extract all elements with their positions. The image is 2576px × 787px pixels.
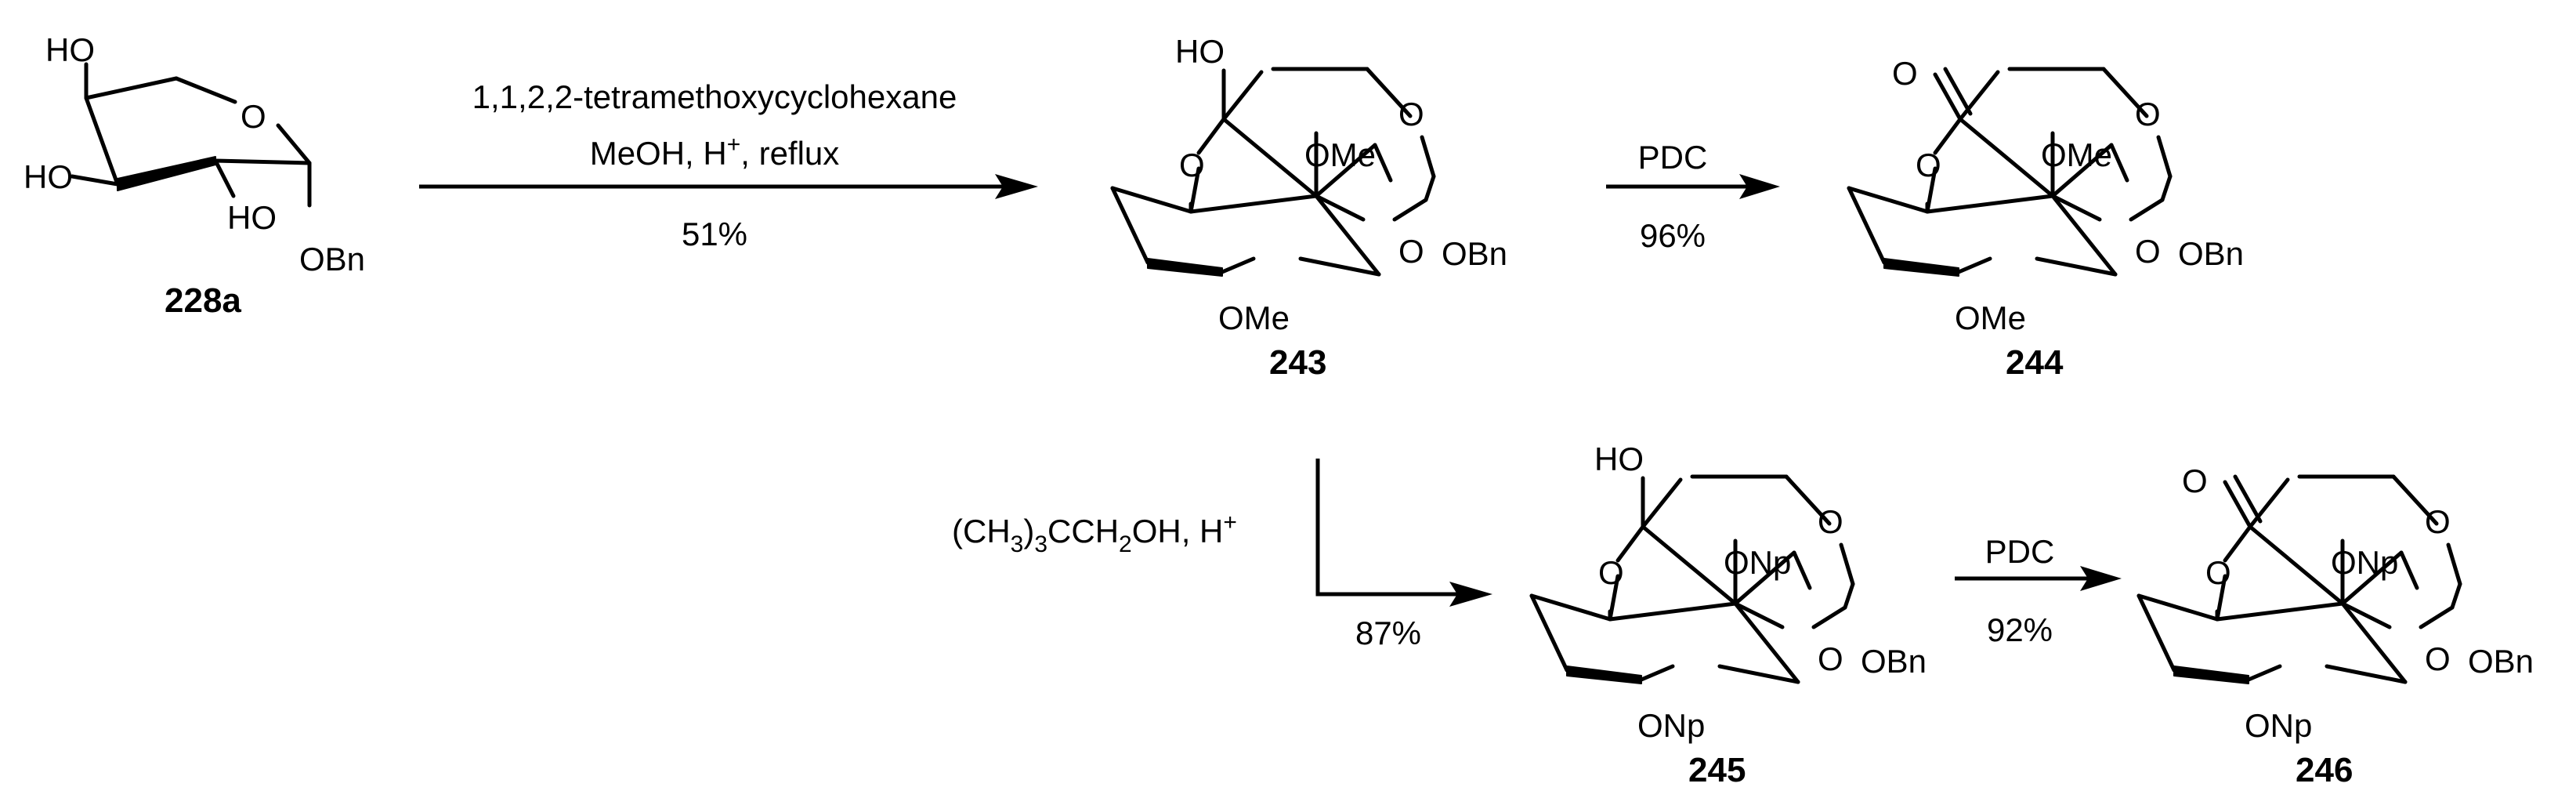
c245-onp-top: ONp [1724, 544, 1791, 581]
reaction-1: 1,1,2,2-tetramethoxycyclohexane MeOH, H+… [419, 78, 1038, 252]
c245-o-ring: O [1818, 503, 1843, 540]
c243-o-lower: O [1398, 233, 1424, 270]
reaction-2: PDC 96% [1606, 139, 1780, 254]
c246-onp-bottom: ONp [2245, 707, 2312, 744]
c244-o-ring: O [2135, 96, 2161, 132]
compound-246: O O O ONp O OBn ONp 246 [2139, 462, 2534, 787]
compound-245: HO O O ONp O OBn ONp 245 [1532, 441, 1927, 787]
c245-obn: OBn [1861, 643, 1927, 680]
c246-o-left: O [2205, 554, 2231, 591]
c246-label: 246 [2296, 751, 2353, 787]
c244-o-keto: O [1892, 55, 1918, 92]
c245-o-lower: O [1818, 640, 1843, 677]
compound-228a: HO O HO HO OBn 228a [24, 31, 365, 320]
c243-ome-top: OMe [1304, 136, 1376, 173]
c246-o-ring: O [2425, 503, 2451, 540]
reaction-2-reagent: PDC [1638, 139, 1708, 176]
reaction-4-reagent: PDC [1985, 533, 2055, 570]
c228a-ho-top: HO [45, 31, 95, 68]
reaction-1-arrowhead [995, 174, 1038, 199]
reaction-3-arrow [1315, 459, 1457, 597]
c245-o-left: O [1598, 554, 1624, 591]
reaction-1-yield: 51% [682, 216, 747, 252]
reaction-4-arrowhead [2080, 566, 2122, 591]
reaction-3-yield: 87% [1355, 615, 1421, 651]
c245-ho: HO [1594, 441, 1644, 477]
c228a-obn: OBn [299, 241, 365, 277]
c245-onp-bottom: ONp [1637, 707, 1705, 744]
compound-244: O O O OMe O OBn OMe 244 [1849, 55, 2244, 382]
c228a-label: 228a [165, 281, 241, 320]
c246-onp-top: ONp [2331, 544, 2398, 581]
c243-ome-bottom: OMe [1218, 299, 1290, 336]
c245-label: 245 [1688, 751, 1746, 787]
c243-o-left: O [1179, 147, 1205, 183]
reaction-1-reagent-2: MeOH, H+, reflux [590, 132, 840, 172]
compound-243: HO O O OMe O OBn OMe 243 [1113, 33, 1507, 382]
reaction-3: (CH3)3CCH2OH, H+ 87% [952, 459, 1492, 651]
reaction-1-reagent-1: 1,1,2,2-tetramethoxycyclohexane [472, 78, 957, 115]
c244-obn: OBn [2178, 235, 2244, 272]
c243-o-ring: O [1398, 96, 1424, 132]
c228a-ho-left: HO [24, 158, 73, 195]
c228a-o-ring: O [241, 98, 266, 135]
c246-o-lower: O [2425, 640, 2451, 677]
reaction-2-arrowhead [1739, 174, 1780, 199]
reaction-3-reagent: (CH3)3CCH2OH, H+ [952, 510, 1237, 557]
reaction-4: PDC 92% [1955, 533, 2122, 648]
c243-obn: OBn [1442, 235, 1507, 272]
c243-ho: HO [1175, 33, 1225, 70]
reaction-2-yield: 96% [1640, 217, 1706, 254]
c243-label: 243 [1269, 343, 1326, 382]
c244-o-left: O [1916, 147, 1941, 183]
c244-label: 244 [2006, 343, 2064, 382]
c244-o-lower: O [2135, 233, 2161, 270]
c228a-ho-mid: HO [227, 199, 277, 236]
c244-ome-top: OMe [2041, 136, 2112, 173]
c246-obn: OBn [2468, 643, 2534, 680]
c246-o-keto: O [2182, 462, 2208, 499]
c244-ome-bottom: OMe [1955, 299, 2026, 336]
reaction-4-yield: 92% [1987, 611, 2053, 648]
reaction-3-arrowhead [1449, 582, 1492, 607]
